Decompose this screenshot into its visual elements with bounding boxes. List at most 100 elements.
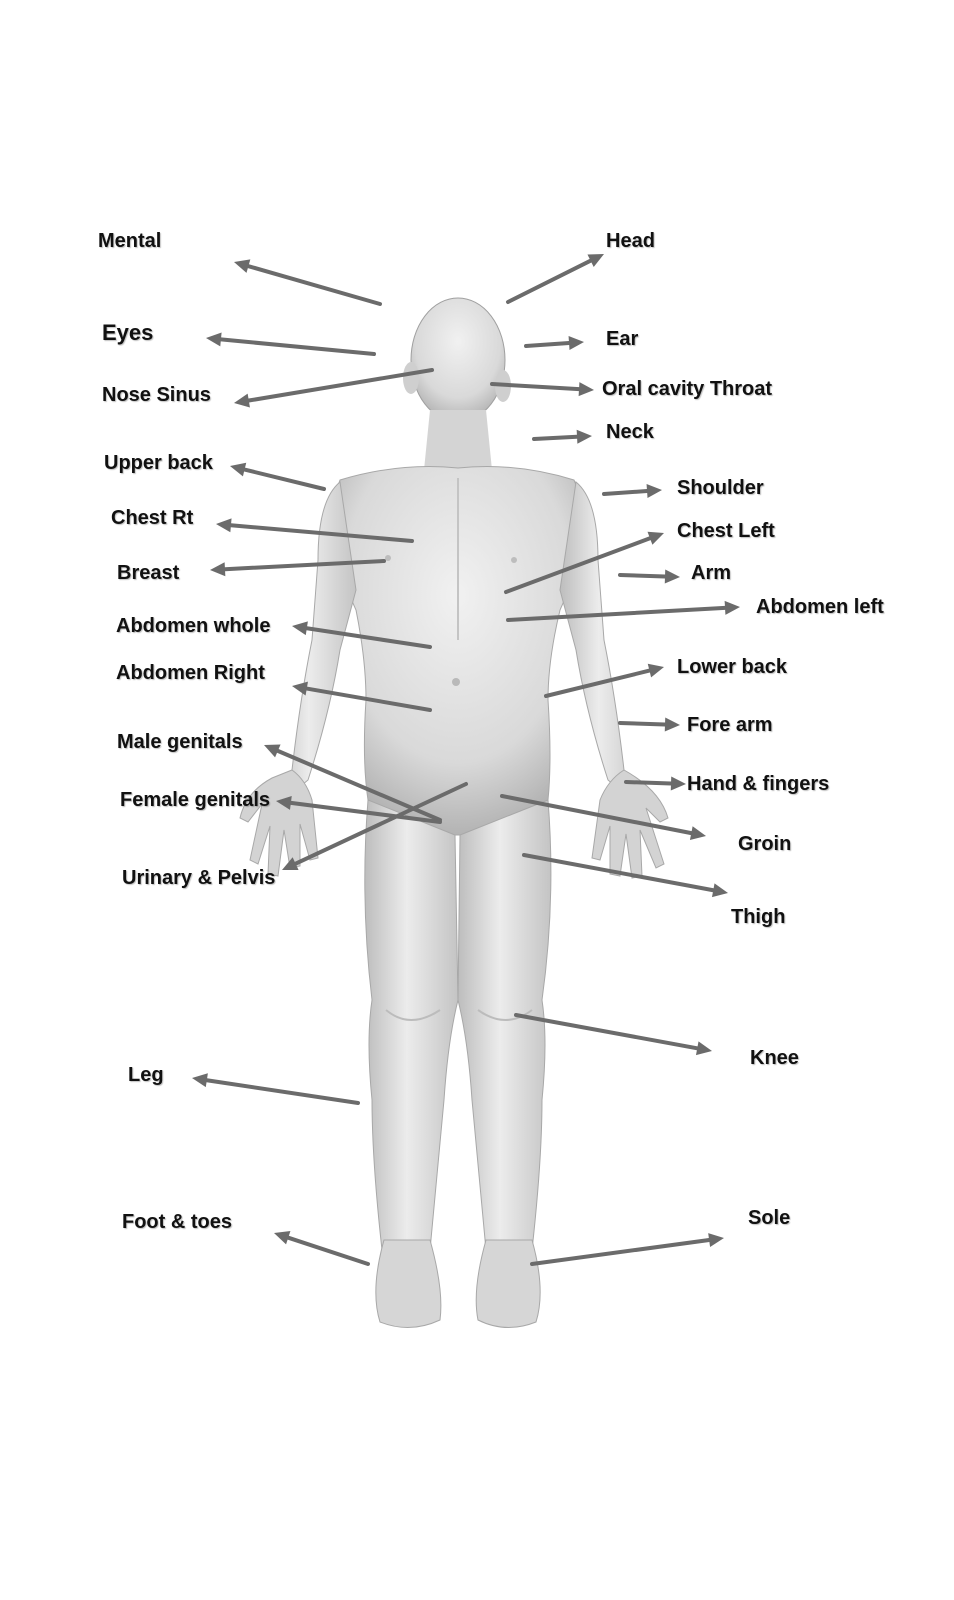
label-groin[interactable]: Groin bbox=[738, 833, 792, 855]
arrow-upper-back bbox=[230, 462, 326, 491]
label-eyes[interactable]: Eyes bbox=[102, 320, 154, 345]
arrow-shaft bbox=[246, 368, 434, 403]
label-head[interactable]: Head bbox=[606, 230, 655, 252]
arrow-abdomen-whole bbox=[292, 621, 432, 649]
figure-navel bbox=[452, 678, 460, 686]
label-lower-back[interactable]: Lower back bbox=[677, 656, 788, 678]
label-upper-back[interactable]: Upper back bbox=[104, 452, 213, 474]
figure-knee-left bbox=[477, 1009, 533, 1021]
arrow-shoulder bbox=[602, 484, 662, 499]
arrow-groin bbox=[500, 794, 706, 840]
figure-arm-right bbox=[269, 481, 357, 801]
arrow-breast bbox=[210, 559, 386, 577]
label-oral-cavity-throat[interactable]: Oral cavity Throat bbox=[602, 378, 773, 400]
label-female-genitals[interactable]: Female genitals bbox=[120, 789, 271, 811]
arrow-head bbox=[234, 259, 251, 273]
arrow-female-genitals bbox=[276, 795, 442, 824]
label-chest-left[interactable]: Chest Left bbox=[677, 520, 775, 542]
arrow-shaft bbox=[490, 382, 582, 392]
label-male-genitals[interactable]: Male genitals bbox=[117, 731, 243, 753]
label-ear[interactable]: Ear bbox=[606, 328, 639, 350]
arrow-shaft bbox=[506, 258, 593, 304]
arrow-head bbox=[689, 826, 706, 840]
arrow-shaft bbox=[286, 1235, 370, 1266]
arrow-head bbox=[587, 254, 604, 267]
arrow-head bbox=[670, 776, 686, 791]
figure-leg-left bbox=[457, 799, 552, 1251]
figure-leg-right bbox=[364, 799, 459, 1251]
label-nose-sinus[interactable]: Nose Sinus bbox=[102, 384, 211, 406]
arrow-shaft bbox=[500, 794, 694, 836]
label-abdomen-left[interactable]: Abdomen left bbox=[756, 596, 884, 618]
arrow-chest-rt bbox=[216, 518, 414, 543]
arrow-fore-arm bbox=[618, 717, 680, 732]
arrow-shaft bbox=[204, 1078, 360, 1105]
arrow-head bbox=[292, 621, 308, 636]
arrow-oral-cavity-throat bbox=[490, 382, 594, 397]
arrow-shaft bbox=[218, 337, 376, 356]
arrow-head bbox=[646, 484, 662, 499]
arrow-head bbox=[206, 332, 222, 347]
arrow-shaft bbox=[304, 626, 432, 649]
arrow-shaft bbox=[242, 467, 326, 491]
arrow-shaft bbox=[524, 341, 572, 348]
arrow-head bbox=[578, 382, 594, 397]
figure-knee-right bbox=[385, 1009, 441, 1021]
figure-nipple-right bbox=[385, 555, 391, 561]
arrow-head bbox=[695, 1041, 712, 1056]
arrow-urinary-pelvis bbox=[282, 782, 468, 870]
label-sole[interactable]: Sole bbox=[748, 1207, 791, 1229]
arrow-shaft bbox=[293, 782, 468, 866]
label-urinary-pelvis[interactable]: Urinary & Pelvis bbox=[122, 867, 276, 889]
arrow-neck bbox=[532, 429, 592, 444]
figure-arm-left bbox=[559, 481, 647, 801]
arrow-lower-back bbox=[544, 663, 664, 698]
figure-foot-right bbox=[375, 1239, 442, 1328]
arrow-shaft bbox=[228, 523, 414, 543]
arrow-head bbox=[724, 600, 740, 615]
label-hand-fingers[interactable]: Hand & fingers bbox=[687, 773, 830, 795]
arrow-ear bbox=[524, 336, 584, 351]
arrow-shaft bbox=[532, 434, 580, 441]
arrow-head bbox=[210, 562, 226, 577]
arrow-nose-sinus bbox=[234, 368, 434, 408]
arrow-head bbox=[276, 795, 292, 810]
arrow-shaft bbox=[522, 853, 716, 893]
label-arm[interactable]: Arm bbox=[691, 562, 732, 584]
label-abdomen-whole[interactable]: Abdomen whole bbox=[116, 615, 271, 637]
label-fore-arm[interactable]: Fore arm bbox=[687, 714, 773, 736]
label-knee[interactable]: Knee bbox=[750, 1047, 799, 1069]
label-neck[interactable]: Neck bbox=[606, 421, 654, 443]
arrow-head bbox=[230, 462, 247, 477]
arrow-mental bbox=[234, 259, 382, 306]
arrow-shaft bbox=[288, 800, 442, 824]
arrow-shaft bbox=[530, 1238, 712, 1266]
label-breast[interactable]: Breast bbox=[117, 562, 180, 584]
arrow-head bbox=[192, 1073, 208, 1088]
label-mental[interactable]: Mental bbox=[98, 230, 162, 252]
figure-nipple-left bbox=[511, 557, 517, 563]
label-chest-rt[interactable]: Chest Rt bbox=[111, 507, 194, 529]
arrow-head bbox=[647, 663, 664, 678]
arrow-head bbox=[506, 254, 604, 304]
arrow-shaft bbox=[618, 573, 668, 579]
label-shoulder[interactable]: Shoulder bbox=[677, 477, 764, 499]
arrow-hand-fingers bbox=[624, 776, 686, 791]
arrow-head bbox=[711, 883, 728, 898]
figure-ear-right bbox=[403, 362, 419, 394]
arrow-shaft bbox=[506, 605, 728, 622]
arrow-head bbox=[708, 1233, 724, 1247]
label-abdomen-right[interactable]: Abdomen Right bbox=[116, 662, 265, 684]
arrow-shaft bbox=[624, 780, 674, 786]
label-leg[interactable]: Leg bbox=[128, 1064, 164, 1086]
arrow-arm bbox=[618, 569, 680, 584]
label-thigh[interactable]: Thigh bbox=[731, 906, 786, 928]
label-foot-toes[interactable]: Foot & toes bbox=[122, 1211, 232, 1233]
arrow-shaft bbox=[222, 559, 386, 572]
arrow-shaft bbox=[246, 264, 382, 306]
arrow-eyes bbox=[206, 332, 376, 356]
arrow-head bbox=[282, 857, 299, 870]
